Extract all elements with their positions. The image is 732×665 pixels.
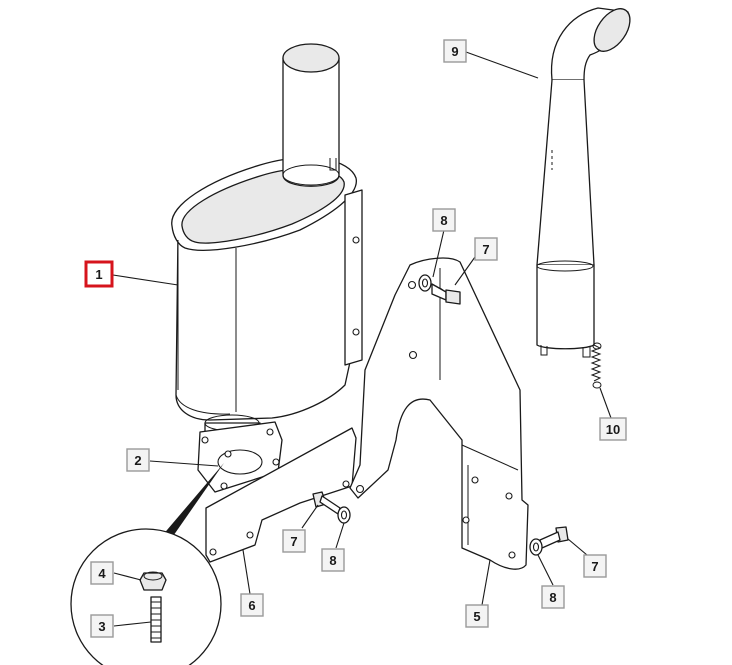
callout-4[interactable]: 4 <box>90 561 114 585</box>
callout-7-upper[interactable]: 7 <box>474 237 498 261</box>
callout-7-middle[interactable]: 7 <box>282 529 306 553</box>
callout-2[interactable]: 2 <box>126 448 150 472</box>
svg-text:4: 4 <box>98 566 106 581</box>
hex-bolt-upper[interactable] <box>431 283 461 305</box>
hex-bolt-middle[interactable] <box>312 491 341 515</box>
callout-9[interactable]: 9 <box>443 39 467 63</box>
svg-text:8: 8 <box>329 553 336 568</box>
svg-text:8: 8 <box>549 590 556 605</box>
mounting-bracket[interactable] <box>349 257 529 570</box>
callout-10[interactable]: 10 <box>599 417 627 441</box>
tension-spring[interactable] <box>590 342 602 389</box>
svg-text:10: 10 <box>606 422 620 437</box>
callout-5[interactable]: 5 <box>465 604 489 628</box>
mounting-plate-lower[interactable] <box>205 427 357 563</box>
washer-middle[interactable] <box>337 506 351 524</box>
exhaust-pipe[interactable] <box>536 2 637 358</box>
svg-text:7: 7 <box>290 534 297 549</box>
leader-lines <box>112 51 612 627</box>
svg-text:9: 9 <box>451 44 458 59</box>
washer-lower[interactable] <box>529 538 543 556</box>
svg-text:5: 5 <box>473 609 480 624</box>
callout-1[interactable]: 1 <box>84 260 114 288</box>
muffler[interactable] <box>171 43 363 457</box>
hex-nut[interactable] <box>139 571 167 591</box>
svg-text:2: 2 <box>134 453 141 468</box>
svg-text:8: 8 <box>440 213 447 228</box>
callout-8-middle[interactable]: 8 <box>321 548 345 572</box>
svg-text:7: 7 <box>482 242 489 257</box>
callout-8-upper[interactable]: 8 <box>432 208 456 232</box>
svg-text:6: 6 <box>248 598 255 613</box>
svg-text:7: 7 <box>591 559 598 574</box>
washer-upper[interactable] <box>418 274 432 292</box>
svg-text:3: 3 <box>98 619 105 634</box>
flange-gasket[interactable] <box>197 421 283 493</box>
hex-bolt-lower[interactable] <box>539 526 569 549</box>
callout-3[interactable]: 3 <box>90 614 114 638</box>
callout-8-lower[interactable]: 8 <box>541 585 565 609</box>
stud[interactable] <box>150 596 162 643</box>
callout-6[interactable]: 6 <box>240 593 264 617</box>
callout-7-lower[interactable]: 7 <box>583 554 607 578</box>
svg-text:1: 1 <box>95 267 102 282</box>
